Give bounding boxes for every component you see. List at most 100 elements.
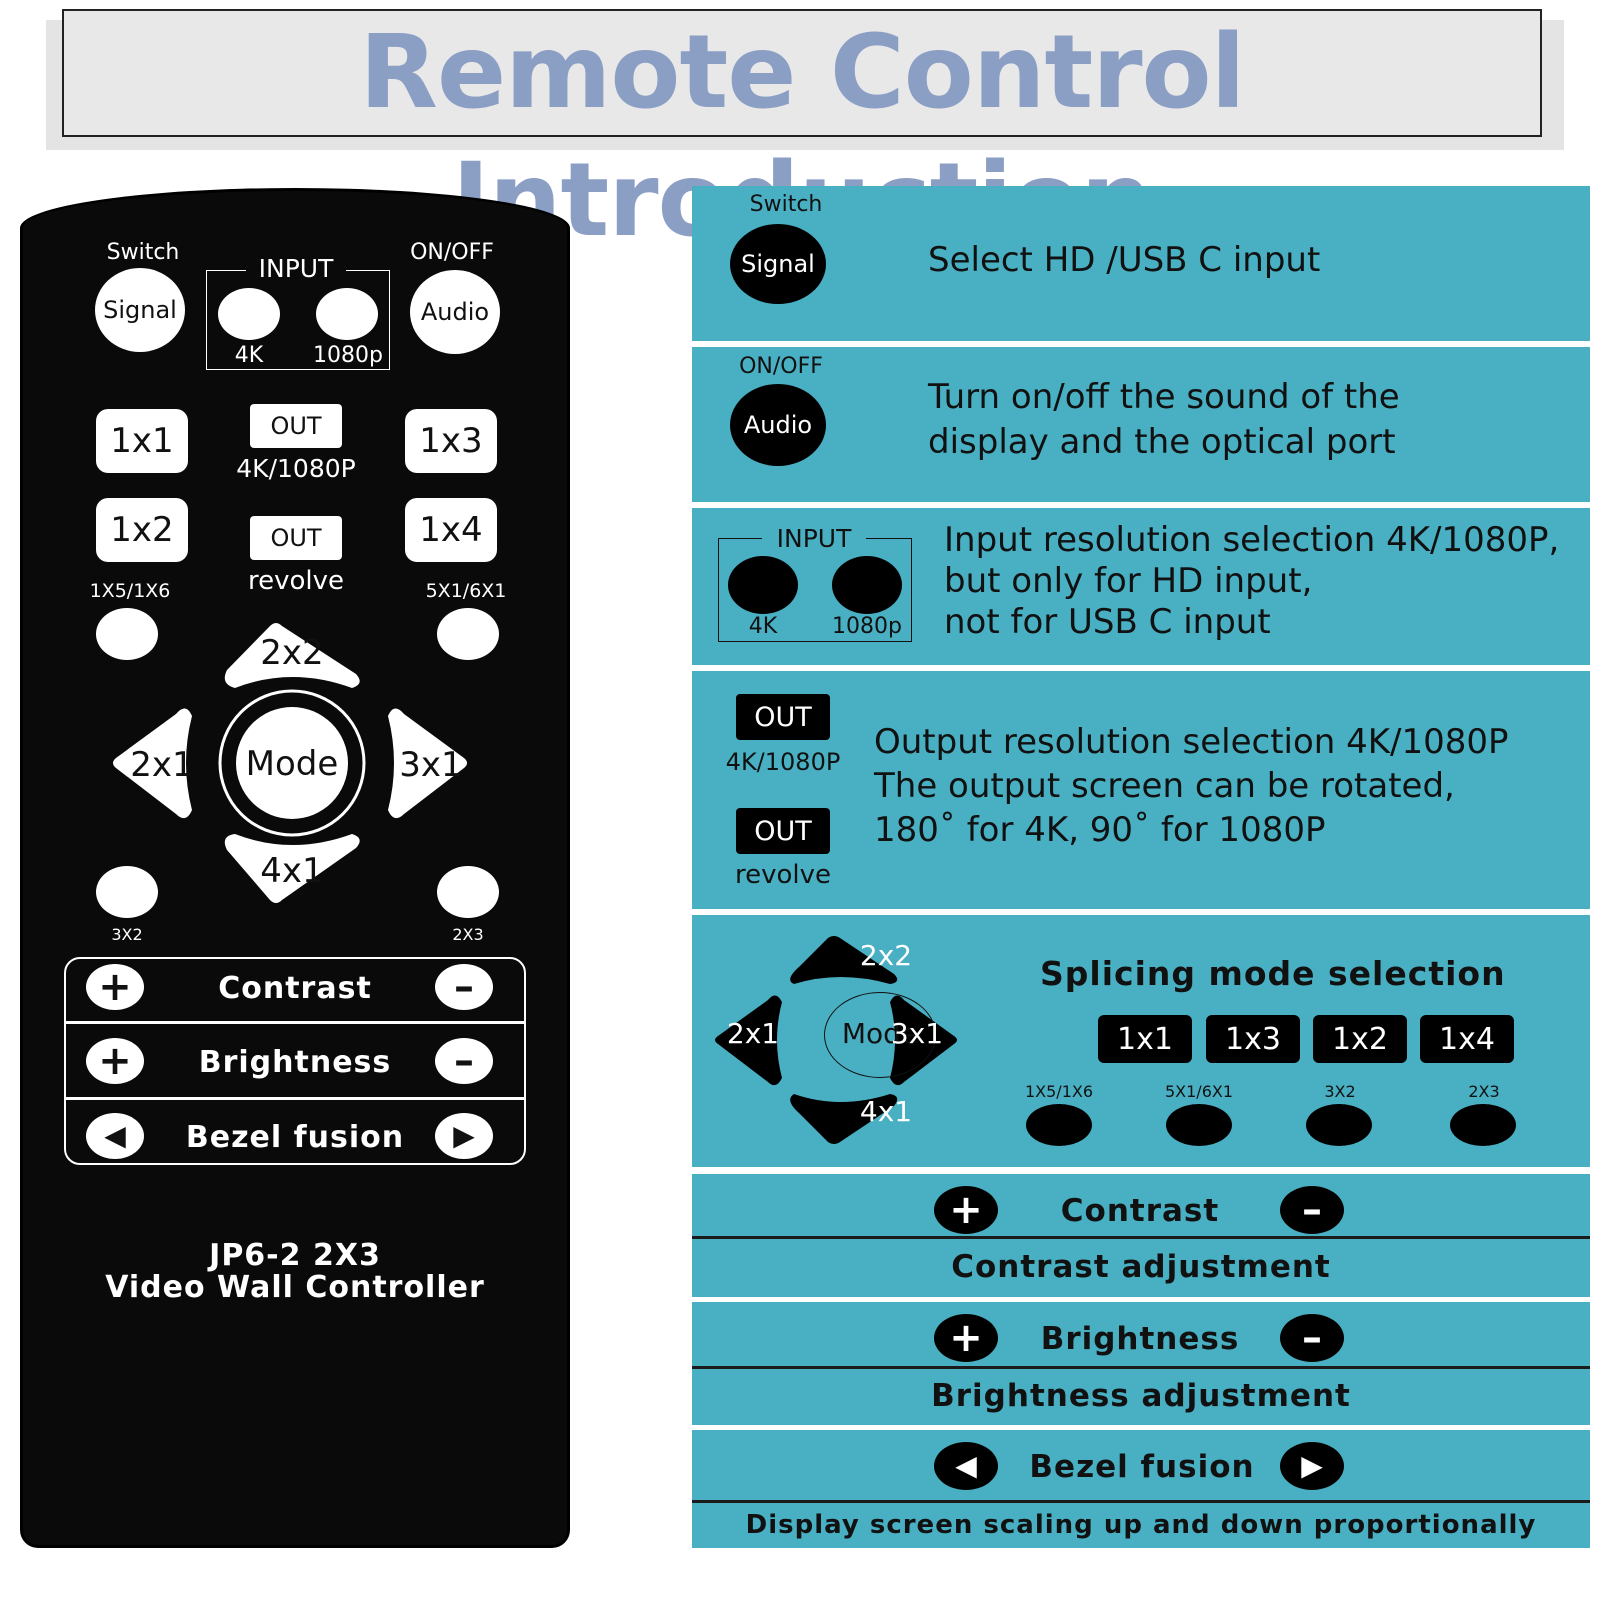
panel-bezel-right-icon: ▶	[1280, 1442, 1344, 1490]
out-revolve-label: revolve	[247, 566, 344, 596]
switch-label: Switch	[106, 240, 180, 265]
panel-input-line1: Input resolution selection 4K/1080P,	[944, 520, 1560, 560]
panel-2x3-label: 2X3	[1468, 1082, 1500, 1101]
panel-brightness	[692, 1302, 1590, 1425]
layout-3x2-button[interactable]	[96, 866, 158, 918]
contrast-minus-button[interactable]: –	[435, 964, 493, 1010]
panel-layout-1x3-chip: 1x3	[1206, 1015, 1300, 1063]
adjust-divider-1	[66, 1021, 524, 1024]
out-revolve-button[interactable]: OUT	[250, 516, 342, 560]
onoff-label: ON/OFF	[410, 240, 494, 265]
dpad-3x1-shape[interactable]	[388, 708, 467, 819]
panel-2x3-dot	[1450, 1104, 1516, 1146]
panel-audio-line2: display and the optical port	[928, 422, 1396, 462]
model-line-2: Video Wall Controller	[105, 1270, 485, 1305]
remote-dpad	[113, 623, 467, 903]
mode-button[interactable]	[236, 707, 348, 819]
panel-dpad-4x1-label: 4x1	[859, 1094, 913, 1128]
input-4k-button[interactable]	[218, 288, 280, 340]
input-4k-label: 4K	[234, 343, 264, 368]
panel-5x1-label: 5X1/6X1	[1164, 1082, 1234, 1101]
layout-1x4-button[interactable]: 1x4	[405, 498, 497, 562]
panel-contrast-plus-icon: +	[934, 1186, 998, 1234]
panel-splicing-heading: Splicing mode selection	[1040, 954, 1506, 993]
panel-contrast	[692, 1174, 1590, 1297]
panel-bezel-left-icon: ◀	[934, 1442, 998, 1490]
input-1080p-label: 1080p	[313, 343, 383, 368]
panel-brightness-plus-icon: +	[934, 1314, 998, 1362]
panel-dpad-2x2-shape	[790, 936, 898, 984]
panel-contrast-minus-icon: –	[1280, 1186, 1344, 1234]
brightness-label: Brightness	[198, 1044, 392, 1080]
panel-3x2-label: 3X2	[1324, 1082, 1356, 1101]
panel-output-line3: 180˚ for 4K, 90˚ for 1080P	[874, 810, 1326, 850]
panel-bezel-label: Bezel fusion	[1029, 1449, 1255, 1485]
layout-5x1-button[interactable]	[437, 608, 499, 660]
title-banner	[62, 9, 1542, 137]
input-label: INPUT	[246, 254, 346, 283]
brightness-plus-button[interactable]: +	[86, 1038, 144, 1084]
panel-layout-1x1-chip: 1x1	[1098, 1015, 1192, 1063]
panel-3x2-dot	[1306, 1104, 1372, 1146]
panel-input-4k-label: 4K	[748, 614, 778, 639]
panel-dpad-3x1-label: 3x1	[890, 1016, 944, 1050]
panel-1x5-dot	[1026, 1104, 1092, 1146]
panel-brightness-minus-icon: –	[1280, 1314, 1344, 1362]
panel-layout-1x4-chip: 1x4	[1420, 1015, 1514, 1063]
panel-brightness-divider	[692, 1366, 1590, 1369]
input-1080p-button[interactable]	[316, 288, 378, 340]
brightness-minus-button[interactable]: –	[435, 1038, 493, 1084]
panel-brightness-desc: Brightness adjustment	[931, 1378, 1351, 1414]
dpad-2x1-shape[interactable]	[113, 708, 192, 819]
page-title: Remote Control Introduction	[359, 13, 1245, 260]
mode-ring	[218, 689, 366, 837]
layout-2x3-label: 2X3	[452, 925, 484, 944]
mode-label: Mode	[245, 744, 339, 784]
panel-out-revolve-label: revolve	[734, 860, 831, 890]
panel-audio	[692, 347, 1590, 502]
signal-button[interactable]: Signal	[95, 268, 185, 352]
panel-input-line3: not for USB C input	[944, 602, 1271, 642]
bezel-left-button[interactable]: ◀	[86, 1113, 144, 1159]
panel-dpad-2x1-shape	[715, 995, 782, 1086]
layout-3x2-label: 3X2	[111, 925, 143, 944]
panel-input-label: INPUT	[762, 524, 866, 553]
panel-dpad-4x1-shape	[790, 1094, 898, 1144]
panel-contrast-desc: Contrast adjustment	[951, 1249, 1331, 1285]
panel-dpad-2x1-label: 2x1	[726, 1016, 780, 1050]
panel-input-line2: but only for HD input,	[944, 561, 1313, 601]
panel-signal-icon: Signal	[730, 224, 826, 304]
panel-input-1080p-label: 1080p	[832, 614, 902, 639]
panel-bezel-divider	[692, 1500, 1590, 1503]
panel-onoff-label: ON/OFF	[739, 354, 823, 379]
model-line-1: JP6-2 2X3	[209, 1238, 381, 1273]
panel-contrast-divider	[692, 1236, 1590, 1239]
bezel-label: Bezel fusion	[185, 1119, 405, 1155]
panel-output-line1: Output resolution selection 4K/1080P	[874, 722, 1509, 762]
panel-switch-text: Select HD /USB C input	[928, 240, 1321, 280]
panel-output-line2: The output screen can be rotated,	[874, 766, 1455, 806]
adjust-divider-2	[66, 1097, 524, 1100]
layout-5x1-label: 5X1/6X1	[425, 580, 507, 602]
layout-1x5-button[interactable]	[96, 608, 158, 660]
out-resolution-button[interactable]: OUT	[250, 404, 342, 448]
layout-1x5-label: 1X5/1X6	[89, 580, 171, 602]
contrast-label: Contrast	[218, 970, 372, 1006]
contrast-plus-button[interactable]: +	[86, 964, 144, 1010]
panel-dpad-2x2-label: 2x2	[859, 938, 913, 972]
layout-1x3-button[interactable]: 1x3	[405, 409, 497, 473]
audio-button[interactable]: Audio	[410, 270, 500, 354]
layout-2x3-button[interactable]	[437, 866, 499, 918]
panel-switch	[692, 186, 1590, 341]
dpad-3x1-label: 3x1	[399, 745, 463, 785]
dpad-2x2-shape[interactable]	[224, 623, 360, 688]
bezel-right-button[interactable]: ▶	[435, 1113, 493, 1159]
layout-1x2-button[interactable]: 1x2	[96, 498, 188, 562]
panel-out-4k-chip: OUT	[736, 694, 830, 740]
layout-1x1-button[interactable]: 1x1	[96, 409, 188, 473]
dpad-4x1-shape[interactable]	[224, 834, 360, 903]
panel-audio-icon: Audio	[730, 384, 826, 466]
panel-layout-1x2-chip: 1x2	[1313, 1015, 1407, 1063]
panel-mode-ring	[824, 992, 936, 1078]
dpad-4x1-label: 4x1	[260, 851, 324, 891]
